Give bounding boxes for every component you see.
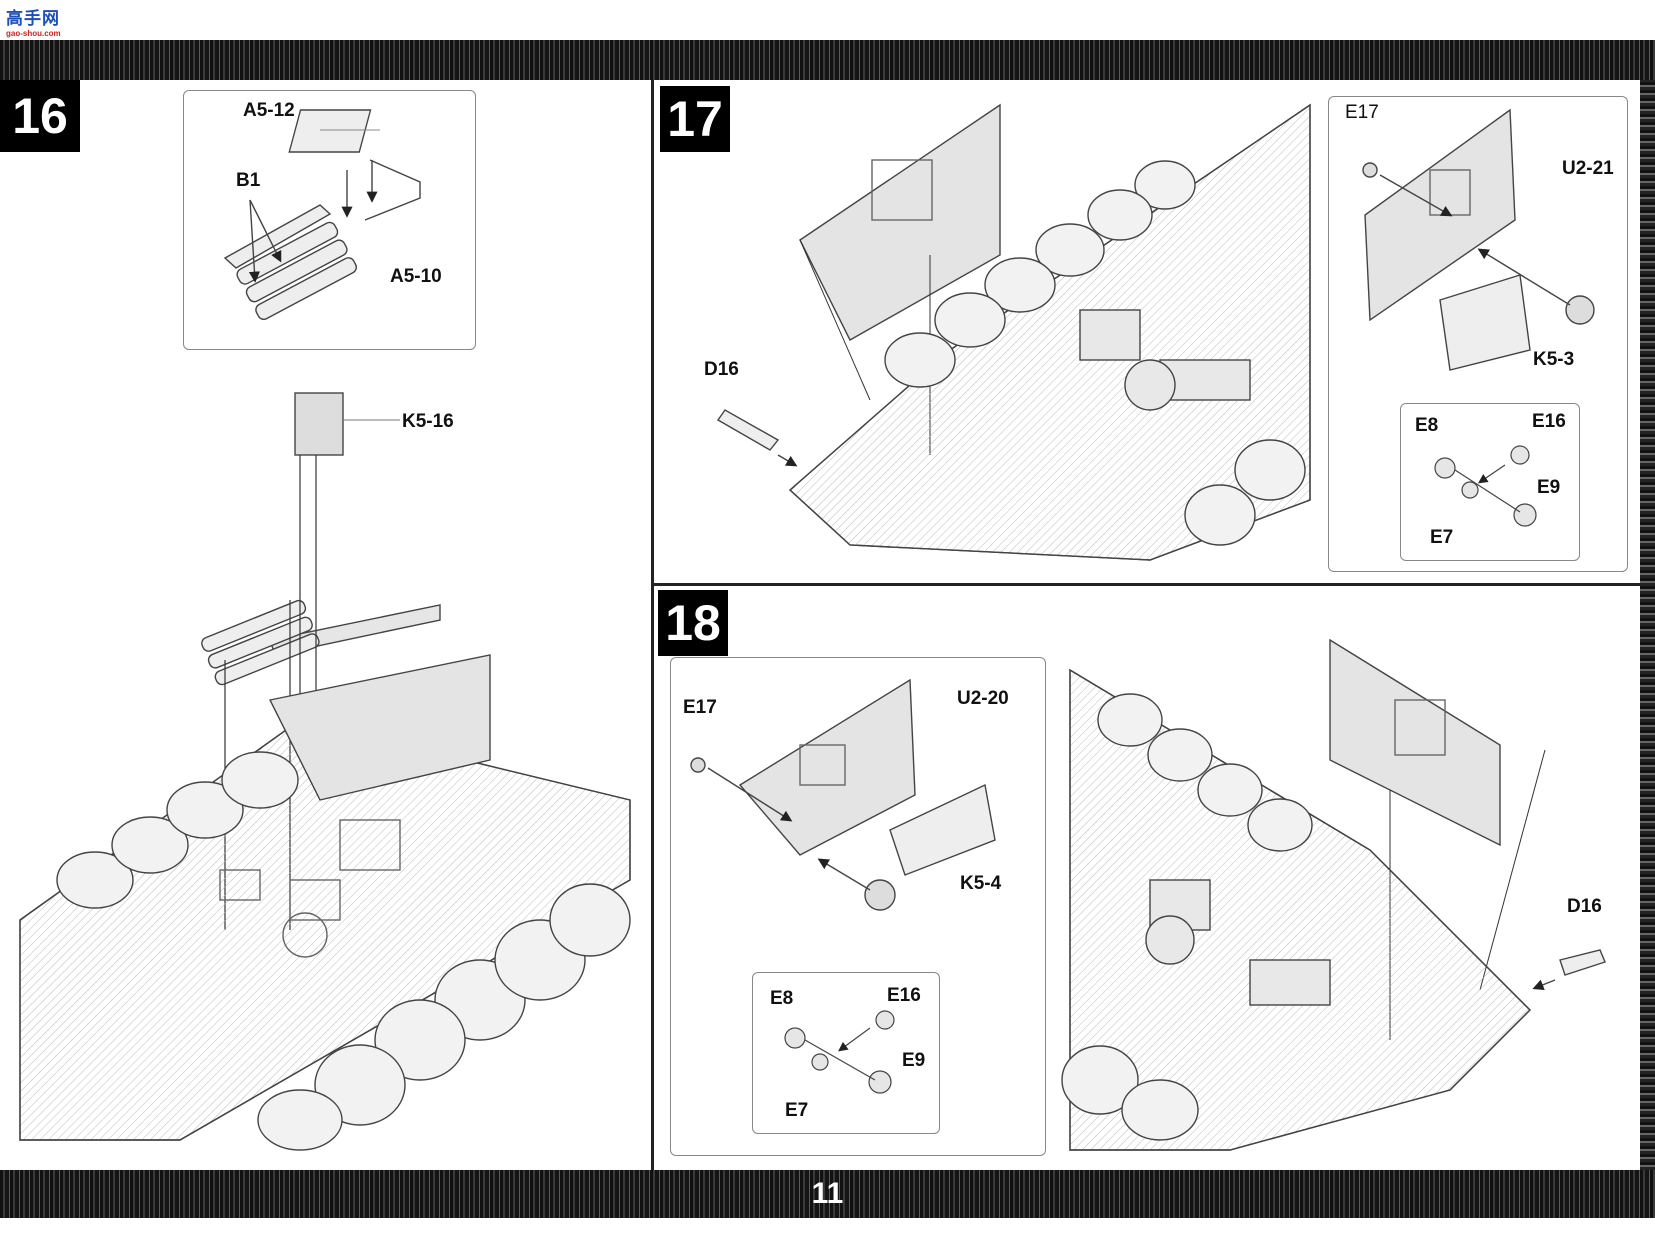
bottom-border-band	[0, 1170, 1655, 1218]
part-label-b1: B1	[236, 170, 261, 191]
part-label-e8: E8	[770, 988, 794, 1009]
part-label-a5-10: A5-10	[390, 266, 442, 287]
step-16-number: 16	[0, 80, 80, 152]
part-label-e16: E16	[1532, 411, 1566, 432]
part-label-e8: E8	[1415, 415, 1439, 436]
part-label-e9: E9	[1537, 477, 1561, 498]
part-label-e16: E16	[887, 985, 921, 1006]
step-17-hinge-inset	[1400, 403, 1580, 561]
part-label-d16: D16	[1567, 896, 1602, 917]
step-18-hull-drawing	[1061, 638, 1606, 1151]
part-label-u2-21: U2-21	[1562, 158, 1614, 179]
part-label-e7: E7	[785, 1100, 809, 1121]
top-border-band	[0, 40, 1655, 80]
part-label-e9: E9	[902, 1050, 926, 1071]
part-label-a5-12: A5-12	[243, 100, 295, 121]
step-17-hull-drawing	[716, 103, 1311, 561]
part-label-e17: E17	[683, 697, 717, 718]
site-logo: 高手网 gao-shou.com	[6, 4, 76, 38]
part-label-k5-4: K5-4	[960, 873, 1002, 894]
part-label-e7: E7	[1430, 527, 1454, 548]
step-18-hinge-inset	[752, 972, 940, 1134]
step-18-panel-drawing	[690, 678, 996, 911]
page-edge-band	[1640, 80, 1655, 1170]
panel-divider-vertical	[651, 80, 654, 1170]
step-18-number: 18	[658, 590, 728, 656]
part-label-d16: D16	[704, 359, 739, 380]
part-label-k5-3: K5-3	[1533, 349, 1575, 370]
site-logo-url: gao-shou.com	[6, 29, 61, 38]
part-label-u2-20: U2-20	[957, 688, 1009, 709]
step-17-panel-drawing	[1362, 108, 1595, 371]
site-logo-text: 高手网	[6, 9, 60, 28]
page-number: 11	[811, 1177, 844, 1210]
step-16-ammo-rack-drawing	[223, 109, 421, 321]
step-17-hinge-drawing	[1434, 445, 1537, 527]
step-16-hull-drawing	[19, 392, 631, 1151]
panel-divider-horizontal	[654, 583, 1640, 586]
part-label-e17: E17	[1345, 102, 1379, 123]
step-18-hinge-drawing	[784, 1010, 895, 1094]
step-17-number: 17	[660, 86, 730, 152]
part-label-k5-16: K5-16	[402, 411, 454, 432]
